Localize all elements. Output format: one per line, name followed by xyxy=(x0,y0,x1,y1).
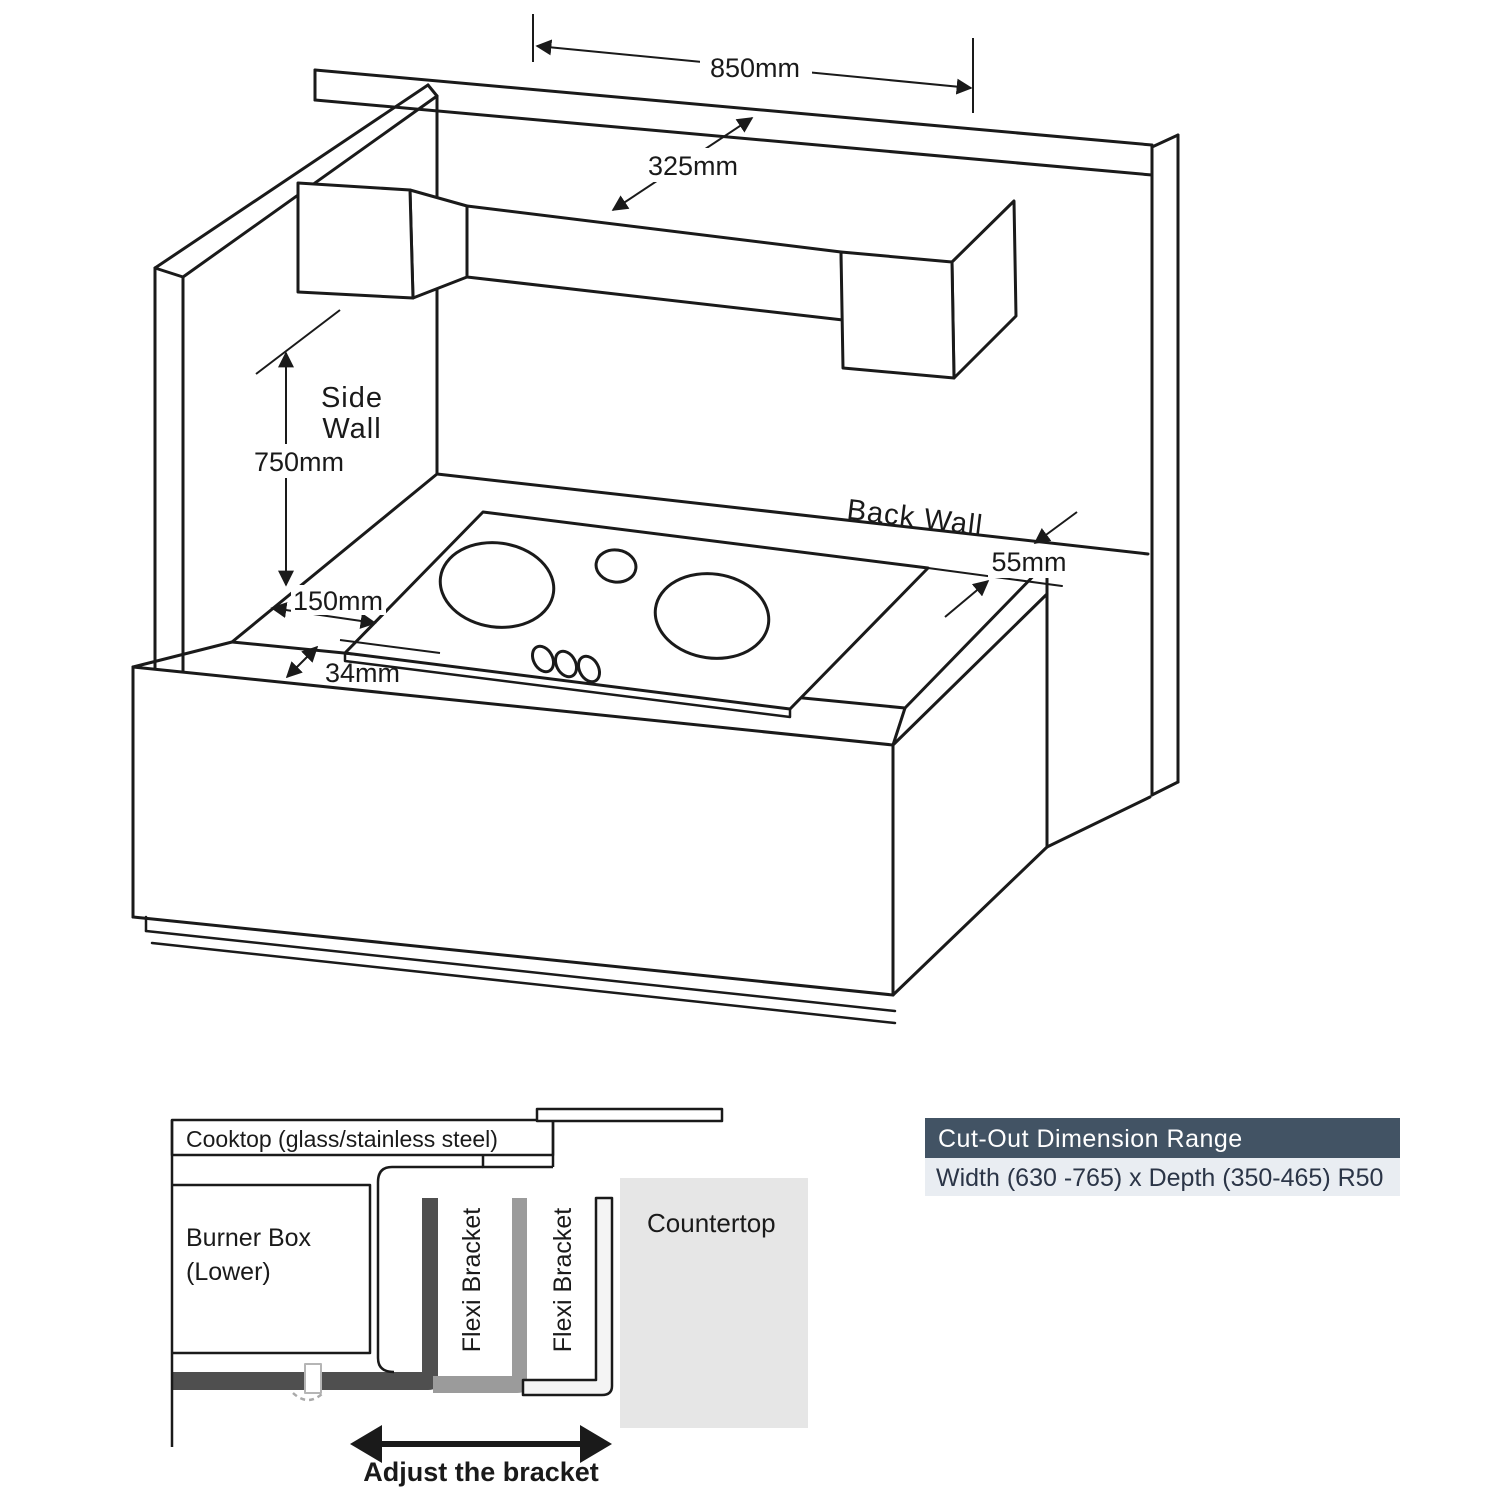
adjust-bracket-label: Adjust the bracket xyxy=(363,1457,599,1487)
countertop-label: Countertop xyxy=(647,1208,776,1238)
cooktop-edge-sheet xyxy=(535,1107,724,1123)
dim-325-label: 325mm xyxy=(648,151,738,181)
burner-small xyxy=(594,548,638,584)
countertop-block xyxy=(620,1178,808,1428)
dim-line-34 xyxy=(285,645,319,679)
flexi-bracket-label-1: Flexi Bracket xyxy=(458,1208,486,1353)
burner-box-label-1: Burner Box xyxy=(186,1224,312,1252)
dim-150-label: 150mm xyxy=(293,586,383,616)
pin xyxy=(304,1363,322,1394)
adjust-arrow xyxy=(350,1425,612,1463)
table-row-bg xyxy=(925,1158,1400,1196)
bracket-mid xyxy=(433,1198,527,1393)
dim-line-55a xyxy=(1033,511,1078,544)
isometric-scene xyxy=(131,68,1180,1025)
back-wall-label: Back Wall xyxy=(845,494,985,542)
burner-left xyxy=(438,541,556,629)
dim-850-label: 850mm xyxy=(710,53,800,83)
knob-1 xyxy=(530,644,556,674)
burner-right xyxy=(653,572,771,660)
table-value-text: Width (630 -765) x Depth (350-465) R50 xyxy=(936,1164,1383,1192)
cooktop-surface xyxy=(343,510,1063,719)
dim-750-label: 750mm xyxy=(254,447,344,477)
dim-line-55b xyxy=(944,579,990,618)
side-wall-panel xyxy=(153,83,439,674)
dim-34-label: 34mm xyxy=(325,658,400,688)
burner-box-label-2: (Lower) xyxy=(186,1258,271,1286)
table-header-text: Cut-Out Dimension Range xyxy=(938,1125,1243,1153)
dim-55-label: 55mm xyxy=(991,547,1066,577)
back-wall-panel xyxy=(435,133,1180,797)
table-header-bg xyxy=(925,1118,1400,1158)
flexi-bracket-label-2: Flexi Bracket xyxy=(549,1208,577,1353)
cooktop-bar xyxy=(170,1118,555,1157)
bracket-outline xyxy=(521,1196,614,1397)
cooktop-bar-label: Cooktop (glass/stainless steel) xyxy=(186,1126,498,1152)
knob-2 xyxy=(553,649,579,679)
knob-3 xyxy=(576,654,602,684)
cutout-dimension-table: Cut-Out Dimension Range Width (630 -765)… xyxy=(925,1118,1400,1196)
side-wall-label-2: Wall xyxy=(322,413,381,445)
burner-box xyxy=(172,1183,372,1355)
side-wall-label-1: Side xyxy=(321,382,383,414)
pin-arc xyxy=(292,1392,324,1402)
cross-section xyxy=(170,1107,808,1463)
range-hood xyxy=(296,181,1018,380)
dimension-annotations xyxy=(250,14,1078,679)
dim-line-150 xyxy=(270,602,377,629)
